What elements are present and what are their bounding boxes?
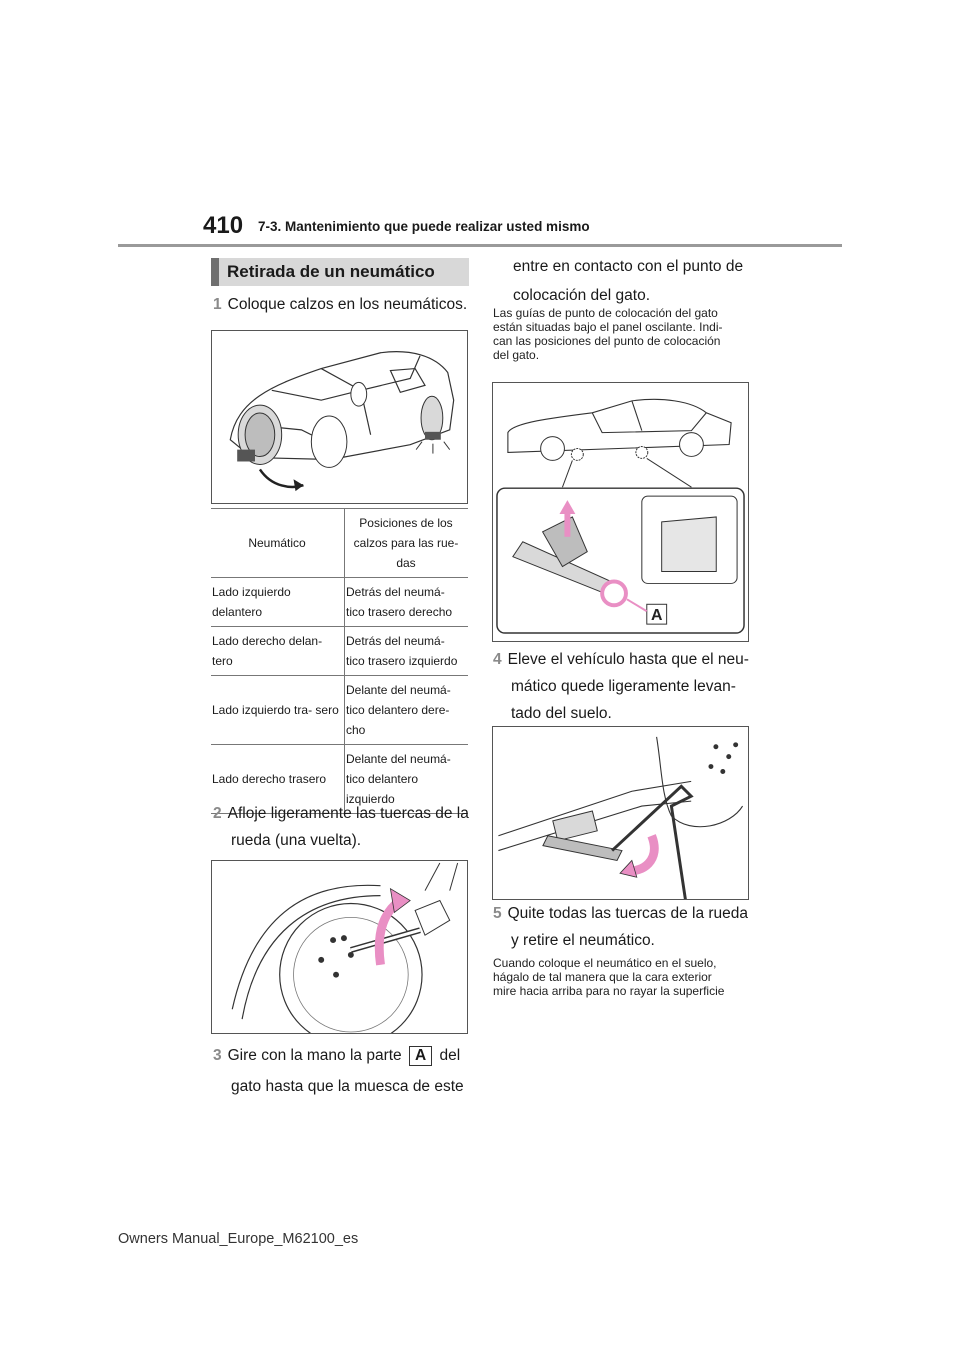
table-cell: Lado derecho trasero — [211, 744, 345, 814]
note-line: Cuando coloque el neumático en el suelo, — [493, 956, 717, 970]
note-tire-placement: Cuando coloque el neumático en el suelo,… — [493, 956, 724, 998]
part-label-a: A — [408, 1046, 433, 1066]
step-3-continued: entre en contacto con el punto de coloca… — [513, 253, 743, 309]
note-line: Las guías de punto de colocación del gat… — [493, 306, 718, 320]
table-row: Lado izquierdo delantero Detrás del neum… — [211, 577, 468, 627]
note-jack-guides: Las guías de punto de colocación del gat… — [493, 306, 722, 362]
table-header: Neumático — [211, 508, 345, 578]
step-text: Afloje ligeramente las tuercas de la — [227, 805, 469, 822]
figure-wheel-chocks — [211, 330, 468, 504]
table-cell: Delante del neumá- tico delantero izquie… — [344, 744, 468, 814]
jack-position-illustration: A — [496, 398, 745, 634]
table-row: Lado derecho delan- tero Detrás del neum… — [211, 626, 468, 676]
table-cell: Delante del neumá- tico delantero dere- … — [344, 675, 468, 745]
wrench-wheel-illustration — [231, 862, 459, 1033]
step-number: 2 — [213, 805, 222, 822]
jack-raise-illustration — [498, 736, 744, 899]
car-chocks-illustration — [229, 351, 455, 492]
step-text: Eleve el vehículo hasta que el neu- — [507, 651, 749, 668]
step-number: 3 — [213, 1047, 222, 1064]
table-row: Lado derecho trasero Delante del neumá- … — [211, 744, 468, 814]
step-text: Gire con la mano la parte — [227, 1047, 402, 1064]
figure-loosen-nuts — [211, 860, 468, 1034]
footer-document-id: Owners Manual_Europe_M62100_es — [118, 1231, 359, 1247]
step-2: 2 Afloje ligeramente las tuercas de la ru… — [213, 800, 469, 854]
step-text: tado del suelo. — [511, 705, 612, 722]
step-1: 1 Coloque calzos en los neumáticos. — [213, 291, 467, 318]
table-cell: Lado izquierdo delantero — [211, 577, 345, 627]
table-row: Lado izquierdo tra- sero Delante del neu… — [211, 675, 468, 745]
step-text: Coloque calzos en los neumáticos. — [227, 296, 468, 313]
note-line: están situadas bajo el panel oscilante. … — [493, 320, 723, 334]
step-number: 4 — [493, 651, 502, 668]
table-header: Posiciones de los calzos para las rue- d… — [344, 508, 468, 578]
step-text: mático quede ligeramente levan- — [511, 678, 736, 695]
step-3: 3 Gire con la mano la parte A del gato ha… — [213, 1042, 464, 1100]
note-line: del gato. — [493, 348, 540, 362]
part-label-a: A — [651, 607, 663, 624]
note-line: mire hacia arriba para no rayar la super… — [493, 984, 725, 998]
step-4: 4 Eleve el vehículo hasta que el neu- mát… — [493, 646, 749, 727]
figure-raise-vehicle — [492, 726, 749, 900]
table-cell: Detrás del neumá- tico trasero derecho — [344, 577, 468, 627]
note-line: hágalo de tal manera que la cara exterio… — [493, 970, 712, 984]
step-number: 1 — [213, 296, 222, 313]
step-text: colocación del gato. — [513, 287, 651, 304]
page-number: 410 — [203, 212, 244, 239]
step-text: Quite todas las tuercas de la rueda — [507, 905, 749, 922]
step-text: gato hasta que la muesca de este — [231, 1078, 464, 1095]
table-cell: Detrás del neumá- tico trasero izquierdo — [344, 626, 468, 676]
step-number: 5 — [493, 905, 502, 922]
figure-jack-position: A — [492, 382, 749, 642]
wheel-chock-table: Neumático Posiciones de los calzos para … — [211, 508, 468, 814]
table-cell: Lado izquierdo tra- sero — [211, 675, 345, 745]
step-5: 5 Quite todas las tuercas de la rueda y r… — [493, 900, 748, 954]
step-text: rueda (una vuelta). — [231, 832, 362, 849]
step-text: del — [439, 1047, 461, 1064]
section-title: 7-3. Mantenimiento que puede realizar us… — [258, 219, 590, 234]
step-text: y retire el neumático. — [511, 932, 655, 949]
table-cell: Lado derecho delan- tero — [211, 626, 345, 676]
step-text: entre en contacto con el punto de — [513, 258, 744, 275]
header-rule — [118, 244, 842, 247]
section-heading: Retirada de un neumático — [211, 258, 469, 286]
table-header-row: Neumático Posiciones de los calzos para … — [211, 508, 468, 578]
note-line: can las posiciones del punto de colocaci… — [493, 334, 721, 348]
